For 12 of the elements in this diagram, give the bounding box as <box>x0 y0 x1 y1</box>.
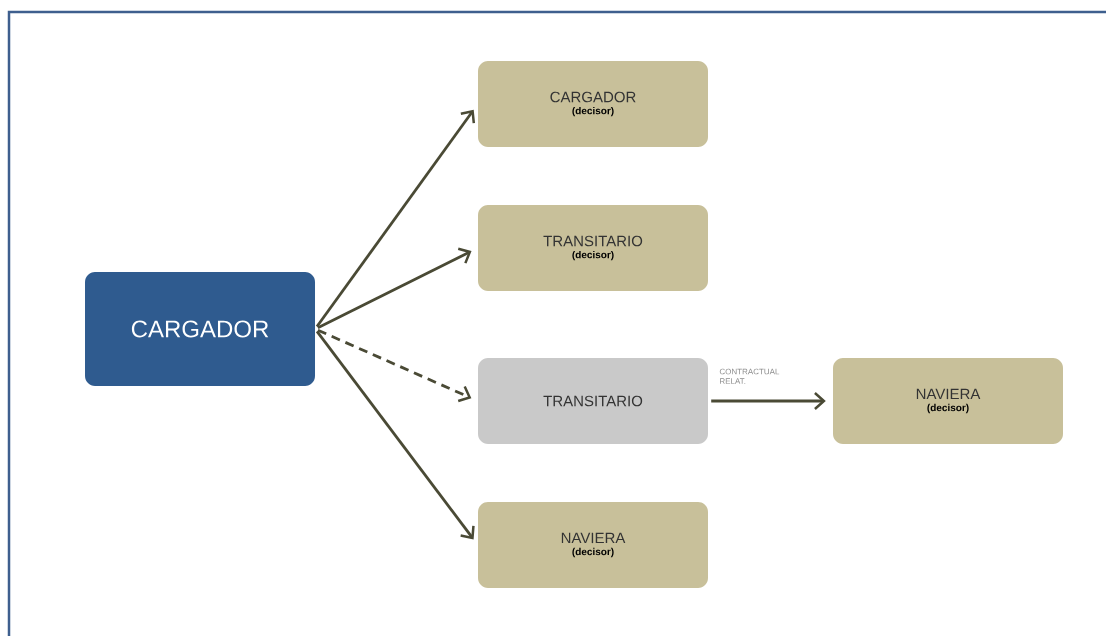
arrow <box>317 328 472 403</box>
arrow <box>711 392 826 410</box>
role-box: TRANSITARIO <box>478 358 708 444</box>
role-box: NAVIERA (decisor) <box>833 358 1063 444</box>
arrow <box>315 109 476 328</box>
process-box: CARGADOR <box>85 272 315 386</box>
role-box: NAVIERA (decisor) <box>478 502 708 588</box>
arrow <box>317 247 472 329</box>
edge-label: CONTRACTUAL RELAT. <box>719 368 780 384</box>
role-box: CARGADOR (decisor) <box>478 61 708 147</box>
arrow <box>315 330 475 540</box>
role-box: TRANSITARIO (decisor) <box>478 205 708 291</box>
